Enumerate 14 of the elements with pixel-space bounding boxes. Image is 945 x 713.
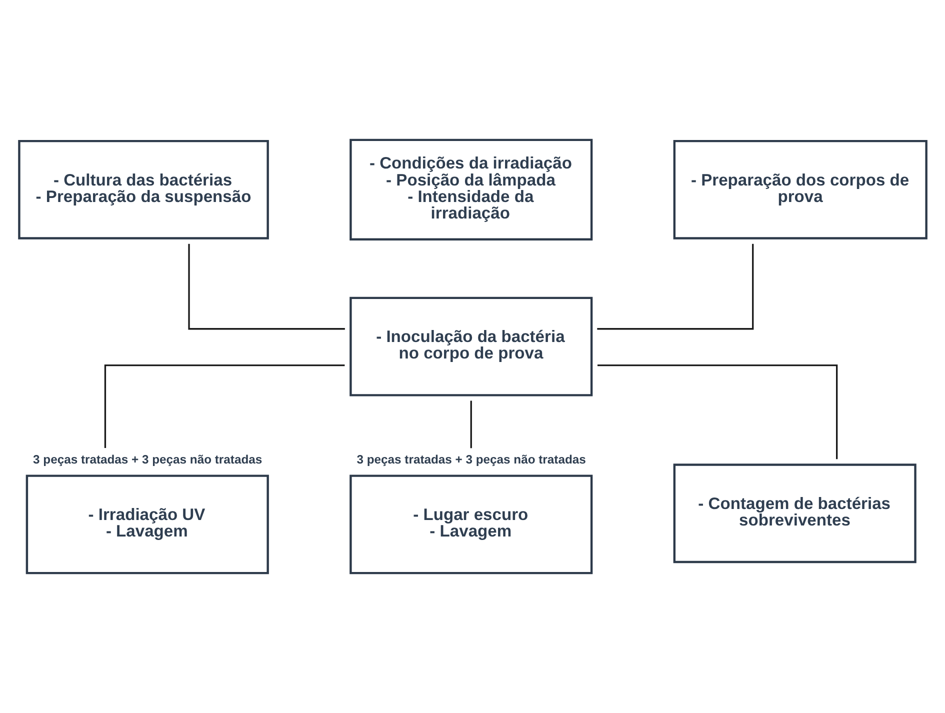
connector: [470, 400, 472, 448]
connector: [597, 244, 754, 330]
connector: [104, 364, 345, 448]
node-label: 3 peças tratadas + 3 peças não tratadas: [33, 452, 262, 466]
connector: [188, 244, 345, 330]
connector: [597, 364, 838, 460]
node-box: - Contagem de bactérias sobreviventes: [673, 464, 916, 564]
node-box: - Condições da irradiação - Posição da lâmpada - Intensidade da irradiação: [350, 138, 593, 240]
node-box: - Cultura das bactérias - Preparação da suspensão: [18, 140, 269, 240]
node-box: - Lugar escuro - Lavagem: [350, 474, 593, 574]
node-box: - Irradiação UV - Lavagem: [26, 474, 269, 574]
node-label: 3 peças tratadas + 3 peças não tratadas: [356, 452, 586, 466]
node-box: - Preparação dos corpos de prova: [673, 140, 928, 240]
node-box: - Inoculação da bactéria no corpo de prova: [350, 296, 593, 396]
